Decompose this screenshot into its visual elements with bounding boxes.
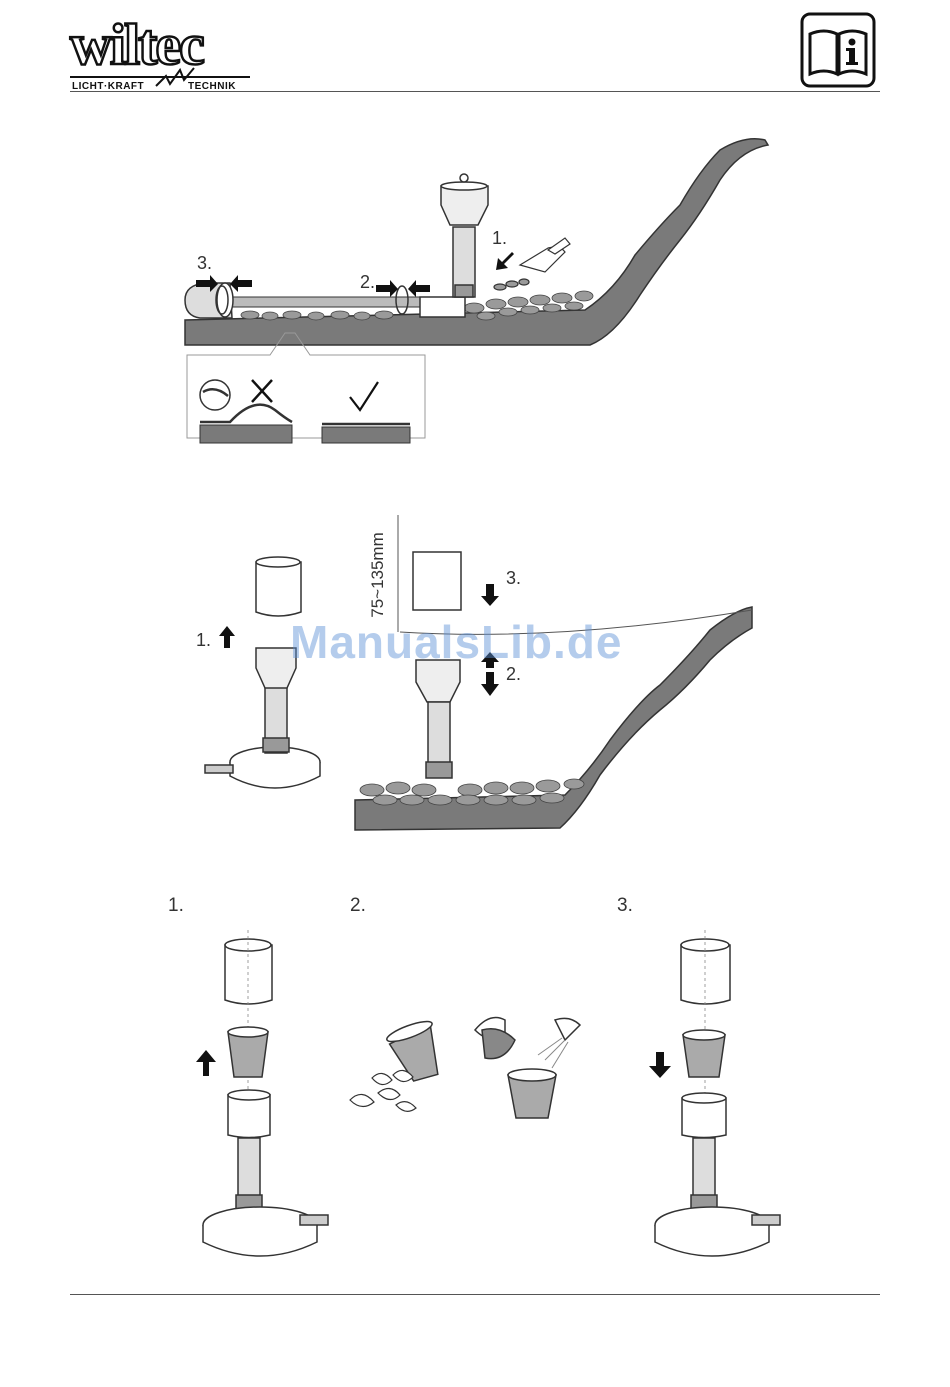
basket-rinsing [475, 1018, 580, 1118]
skimmer-reassembly-right [655, 930, 780, 1256]
footer-rule [70, 1294, 880, 1295]
down-arrow-icon-3 [649, 1052, 671, 1078]
skimmer-disassembly-left [203, 930, 328, 1256]
up-arrow-icon-3 [196, 1050, 216, 1076]
leaf-icons [350, 1070, 416, 1111]
